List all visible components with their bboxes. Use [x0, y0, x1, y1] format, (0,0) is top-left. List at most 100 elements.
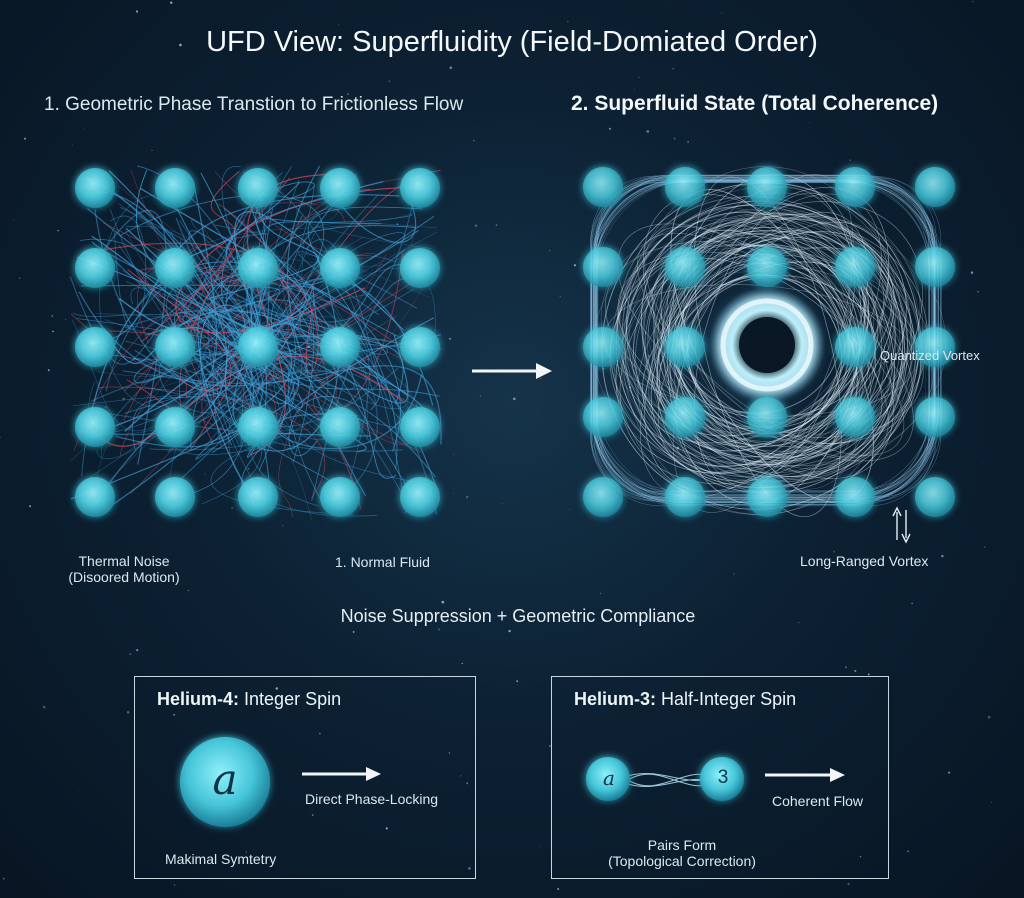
star — [437, 628, 441, 631]
lattice-node — [75, 327, 115, 367]
flow-line — [651, 211, 875, 470]
noise-line-blue — [111, 284, 320, 506]
star — [347, 93, 350, 96]
he3-atom-a — [586, 757, 630, 801]
vortex-ring — [720, 298, 814, 392]
flow-line — [669, 230, 870, 447]
star — [114, 294, 116, 296]
star — [911, 602, 913, 605]
thermal-noise-line2: (Disoored Motion) — [68, 569, 180, 585]
star — [474, 224, 478, 227]
star — [629, 386, 631, 389]
he4-glyph: a — [212, 755, 238, 804]
star — [676, 446, 680, 450]
lattice-node — [400, 248, 440, 288]
noise-line-blue — [143, 233, 430, 414]
flow-line — [610, 192, 924, 483]
noise-line-blue — [171, 409, 252, 488]
star — [859, 855, 862, 858]
noise-line-blue — [208, 191, 320, 299]
star — [821, 369, 823, 371]
long-range-arrows-icon — [892, 506, 911, 544]
star — [947, 771, 951, 774]
star — [549, 249, 551, 252]
noise-line-blue — [118, 297, 267, 372]
helium3-heading: Helium-3: Half-Integer Spin — [574, 689, 796, 710]
lattice-node — [747, 397, 787, 437]
helium3-spin: Half-Integer Spin — [661, 689, 797, 709]
lattice-node — [665, 247, 705, 287]
star — [396, 223, 399, 225]
lattice-node — [835, 247, 875, 287]
star — [269, 211, 272, 214]
star — [473, 139, 475, 142]
he3-glyph-a: a — [603, 766, 615, 790]
star — [468, 867, 471, 870]
lattice-node — [238, 327, 278, 367]
star — [915, 510, 916, 511]
star — [972, 1, 974, 3]
star — [52, 330, 54, 333]
lattice-node — [915, 327, 955, 367]
flow-line — [680, 253, 850, 428]
flow-line — [656, 214, 865, 482]
star — [909, 308, 911, 310]
star — [559, 296, 561, 298]
flow-line — [647, 213, 901, 474]
star — [2, 877, 5, 880]
flow-line — [651, 257, 883, 444]
left-panel-heading: 1. Geometric Phase Transtion to Friction… — [44, 94, 464, 115]
flow-line — [675, 211, 869, 474]
flow-line — [626, 244, 921, 448]
star — [282, 525, 284, 527]
star — [135, 10, 139, 13]
lattice-node — [320, 327, 360, 367]
helium4-name: Helium-4: — [157, 689, 240, 709]
noise-line-blue — [212, 297, 442, 405]
star — [108, 445, 111, 447]
he3-caption-line2: (Topological Correction) — [608, 853, 756, 869]
lattice-node — [915, 397, 955, 437]
star — [608, 127, 611, 130]
star — [508, 629, 511, 633]
star — [459, 775, 462, 777]
helium3-name: Helium-3: — [574, 689, 657, 709]
lattice-node — [915, 167, 955, 207]
star — [573, 264, 577, 267]
noise-line-red — [119, 208, 346, 455]
star — [122, 397, 126, 401]
flow-line — [609, 217, 928, 478]
star — [172, 33, 174, 34]
star — [516, 680, 519, 683]
star — [42, 705, 46, 709]
lattice-node — [583, 247, 623, 287]
lattice-node — [915, 477, 955, 517]
star — [987, 715, 991, 719]
star — [749, 441, 751, 443]
star — [335, 457, 337, 459]
flow-line — [628, 213, 908, 465]
star — [465, 495, 469, 499]
noise-line-red — [103, 222, 249, 344]
star — [461, 662, 463, 665]
flow-line — [673, 224, 872, 470]
star — [448, 752, 451, 754]
star — [272, 858, 274, 860]
noise-line-blue — [125, 230, 368, 441]
noise-line-blue — [76, 256, 409, 404]
star — [847, 882, 850, 886]
noise-line-blue — [124, 362, 322, 500]
star — [301, 896, 302, 898]
he4-atom — [180, 737, 270, 827]
lattice-node — [835, 167, 875, 207]
star — [173, 713, 176, 716]
lattice-node — [747, 247, 787, 287]
lattice-node — [238, 477, 278, 517]
lattice-node — [155, 477, 195, 517]
normal-fluid-label: 1. Normal Fluid — [335, 554, 430, 570]
flow-line — [617, 223, 914, 462]
star — [311, 814, 314, 817]
flow-line — [622, 204, 922, 479]
noise-line-red — [126, 177, 291, 421]
noise-line-blue — [87, 208, 413, 338]
